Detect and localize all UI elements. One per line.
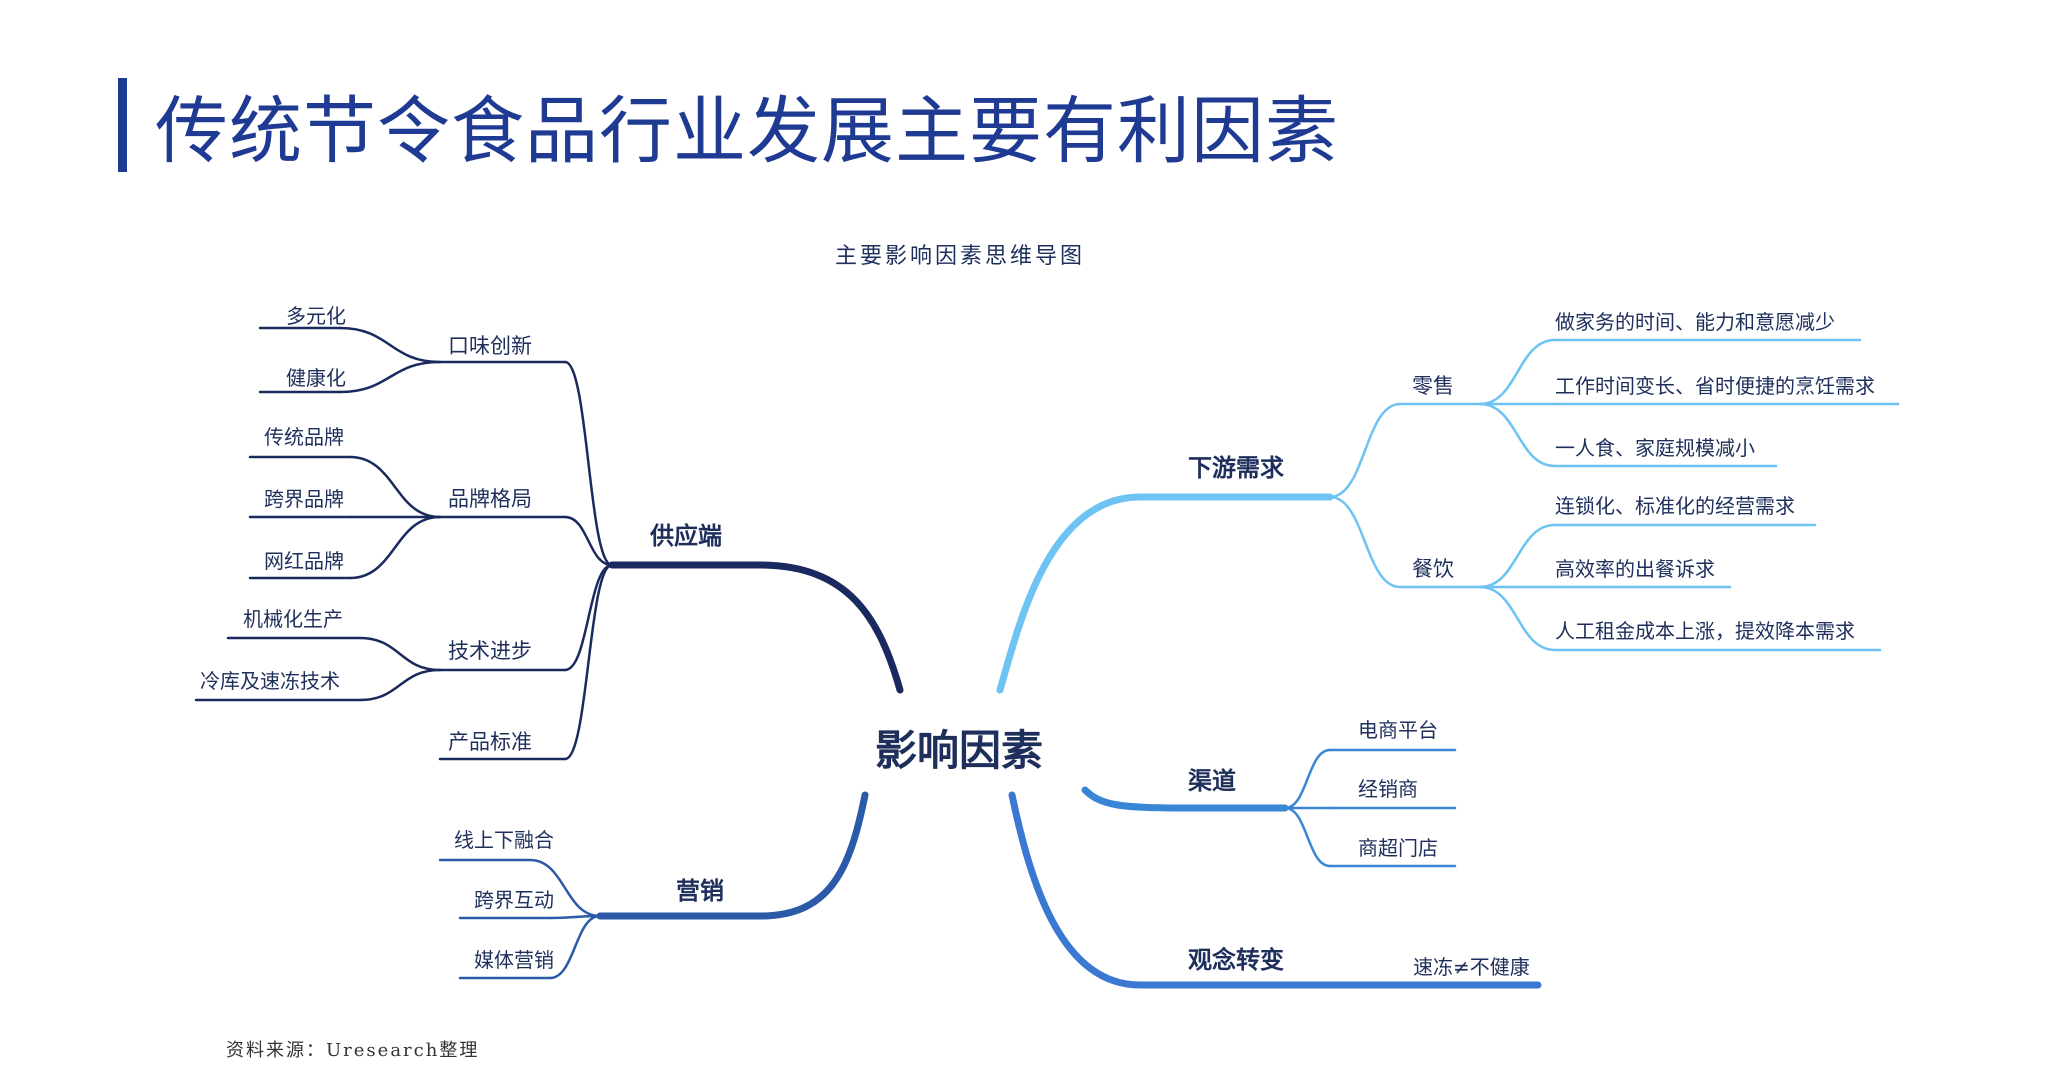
connector-leaf xyxy=(528,858,602,918)
connector-supply-sub xyxy=(563,360,614,567)
node-tech-progress: 技术进步 xyxy=(448,639,532,663)
connector-leaf xyxy=(338,360,442,394)
connector-leaf xyxy=(548,914,602,980)
leaf-healthy: 健康化 xyxy=(286,366,346,390)
leaf-crossover-brand: 跨界品牌 xyxy=(264,487,344,511)
connector-leaf xyxy=(1478,402,1557,468)
leaf-efficient-serving: 高效率的出餐诉求 xyxy=(1555,557,1715,581)
leaf-distributors: 经销商 xyxy=(1358,777,1418,801)
connector-supply-sub xyxy=(563,515,614,567)
node-retail: 零售 xyxy=(1412,374,1454,398)
leaf-mechanized-production: 机械化生产 xyxy=(243,607,343,631)
connector-downstream-sub xyxy=(1328,495,1402,589)
node-brand-landscape: 品牌格局 xyxy=(448,487,532,511)
branch-channels: 渠道 xyxy=(1188,767,1236,795)
connector-supply-sub xyxy=(563,563,614,672)
connector-center-marketing xyxy=(596,791,869,920)
page-title: 传统节令食品行业发展主要有利因素 xyxy=(155,89,1339,174)
leaf-frozen-not-unhealthy: 速冻≠不健康 xyxy=(1413,955,1530,979)
leaf-ecommerce: 电商平台 xyxy=(1358,718,1438,742)
connector-leaf xyxy=(1283,748,1332,810)
leaf-online-offline: 线上下融合 xyxy=(454,828,554,852)
leaf-media-marketing: 媒体营销 xyxy=(474,948,554,972)
node-product-standard: 产品标准 xyxy=(448,730,532,754)
connector-leaf xyxy=(348,515,442,580)
connector-leaf xyxy=(348,455,442,519)
connector-center-channels xyxy=(1081,786,1289,812)
mindmap-subtitle: 主要影响因素思维导图 xyxy=(834,244,1085,269)
leaf-chain-standardization: 连锁化、标准化的经营需求 xyxy=(1555,494,1795,518)
connector-supply-sub xyxy=(563,563,614,761)
leaf-influencer-brand: 网红品牌 xyxy=(264,549,344,573)
source-note: 资料来源：Uresearch整理 xyxy=(226,1040,480,1061)
title-accent-bar xyxy=(118,78,127,172)
leaf-crossover-interaction: 跨界互动 xyxy=(474,888,554,912)
leaf-smaller-households: 一人食、家庭规模减小 xyxy=(1555,436,1755,460)
connector-downstream-sub xyxy=(1328,402,1402,499)
connector-leaf xyxy=(358,636,442,672)
connector-leaf xyxy=(338,326,442,364)
leaf-traditional-brand: 传统品牌 xyxy=(264,425,344,449)
connector-center-concept xyxy=(1008,791,1542,989)
branch-supply: 供应端 xyxy=(650,522,722,550)
center-node: 影响因素 xyxy=(875,726,1044,775)
leaf-cost-efficiency: 人工租金成本上涨，提效降本需求 xyxy=(1555,619,1855,643)
branch-marketing: 营销 xyxy=(676,877,724,905)
leaf-diversification: 多元化 xyxy=(286,304,346,328)
connector-center-downstream xyxy=(996,493,1334,694)
node-taste-innovation: 口味创新 xyxy=(448,334,532,358)
connector-center-supply xyxy=(608,561,904,694)
leaf-convenient-cooking: 工作时间变长、省时便捷的烹饪需求 xyxy=(1555,374,1875,398)
branch-concept-change: 观念转变 xyxy=(1188,946,1284,974)
connector-leaf xyxy=(358,668,442,702)
leaf-less-housework: 做家务的时间、能力和意愿减少 xyxy=(1555,310,1835,334)
leaf-cold-storage-tech: 冷库及速冻技术 xyxy=(200,669,340,693)
connector-leaf xyxy=(1478,338,1557,406)
connector-leaf xyxy=(1283,806,1332,868)
connector-leaf xyxy=(1478,523,1557,589)
connector-leaf xyxy=(1478,585,1557,652)
branch-downstream-demand: 下游需求 xyxy=(1188,454,1284,482)
node-catering: 餐饮 xyxy=(1412,557,1454,581)
leaf-supermarkets: 商超门店 xyxy=(1358,836,1438,860)
